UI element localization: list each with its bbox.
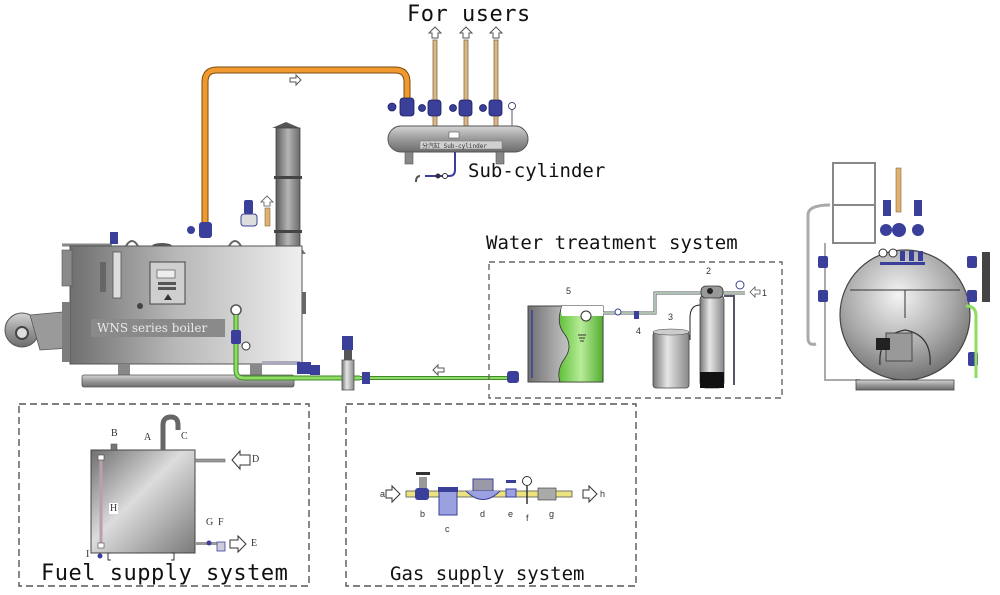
fuel-marker-f: F bbox=[218, 517, 224, 528]
safety-valve bbox=[240, 195, 274, 227]
steam-pipe bbox=[201, 66, 411, 225]
chimney bbox=[270, 122, 306, 255]
fuel-marker-a: A bbox=[144, 432, 152, 443]
boiler-end-view bbox=[806, 162, 990, 391]
fuel-marker-g: G bbox=[206, 517, 214, 528]
marker-5: 5 bbox=[566, 286, 572, 296]
feedwater-line bbox=[341, 336, 519, 391]
fuel-marker-d: D bbox=[252, 454, 260, 465]
marker-3: 3 bbox=[668, 312, 674, 322]
fuel-supply-title: Fuel supply system bbox=[41, 561, 289, 586]
gas-marker-g: g bbox=[549, 509, 555, 519]
fuel-marker-i: I bbox=[86, 549, 90, 560]
sub-cylinder: 分汽缸 Sub-cylinder bbox=[387, 26, 529, 183]
feed-pump bbox=[341, 336, 370, 391]
sub-cylinder-label: Sub-cylinder bbox=[468, 160, 606, 182]
fuel-supply-system bbox=[18, 403, 310, 587]
fuel-inlet-arrow-icon bbox=[231, 449, 251, 471]
gas-marker-f: f bbox=[526, 513, 529, 523]
wns-boiler: WNS series boiler bbox=[4, 122, 360, 388]
up-arrow-icon bbox=[458, 26, 474, 39]
fuel-outlet-arrow-icon bbox=[229, 534, 247, 554]
user-steam-outlets bbox=[427, 26, 504, 129]
marker-1: 1 bbox=[762, 288, 768, 298]
water-treatment-title: Water treatment system bbox=[486, 232, 738, 254]
water-treatment-system bbox=[488, 261, 783, 399]
flow-arrow-left-icon bbox=[749, 286, 761, 298]
gas-marker-b: b bbox=[420, 509, 426, 519]
for-users-label: For users bbox=[407, 2, 531, 27]
water-level-gauge bbox=[100, 251, 122, 299]
gas-marker-h: h bbox=[600, 489, 606, 499]
gas-marker-e: e bbox=[508, 509, 514, 519]
flow-arrow-right-icon bbox=[289, 73, 302, 87]
marker-4: 4 bbox=[636, 326, 642, 336]
gas-supply-system bbox=[345, 403, 637, 587]
fuel-marker-h: H bbox=[109, 503, 119, 514]
main-steam-valve bbox=[187, 222, 212, 238]
fuel-marker-c: C bbox=[181, 431, 188, 442]
flow-arrow-left-icon bbox=[432, 363, 445, 377]
brine-tank bbox=[652, 328, 690, 389]
control-panel bbox=[149, 261, 186, 305]
sub-cylinder-plate: 分汽缸 Sub-cylinder bbox=[422, 142, 487, 150]
burner bbox=[4, 302, 71, 362]
gas-marker-a: a bbox=[380, 489, 386, 499]
sub-cylinder-valves bbox=[387, 97, 516, 128]
up-arrow-icon bbox=[427, 26, 443, 39]
gas-inlet-arrow-icon bbox=[385, 484, 401, 504]
gas-supply-title: Gas supply system bbox=[390, 563, 585, 585]
up-arrow-icon bbox=[488, 26, 504, 39]
end-view-gauges bbox=[878, 248, 925, 265]
gas-marker-d: d bbox=[480, 509, 486, 519]
gas-marker-c: c bbox=[445, 524, 450, 534]
softener-column bbox=[689, 285, 725, 389]
fuel-marker-b: B bbox=[111, 428, 118, 439]
boiler-nameplate: WNS series boiler bbox=[97, 321, 207, 335]
fuel-marker-e: E bbox=[251, 538, 258, 549]
marker-2: 2 bbox=[706, 266, 712, 276]
soft-water-tank bbox=[527, 305, 604, 383]
gas-outlet-arrow-icon bbox=[582, 484, 598, 504]
